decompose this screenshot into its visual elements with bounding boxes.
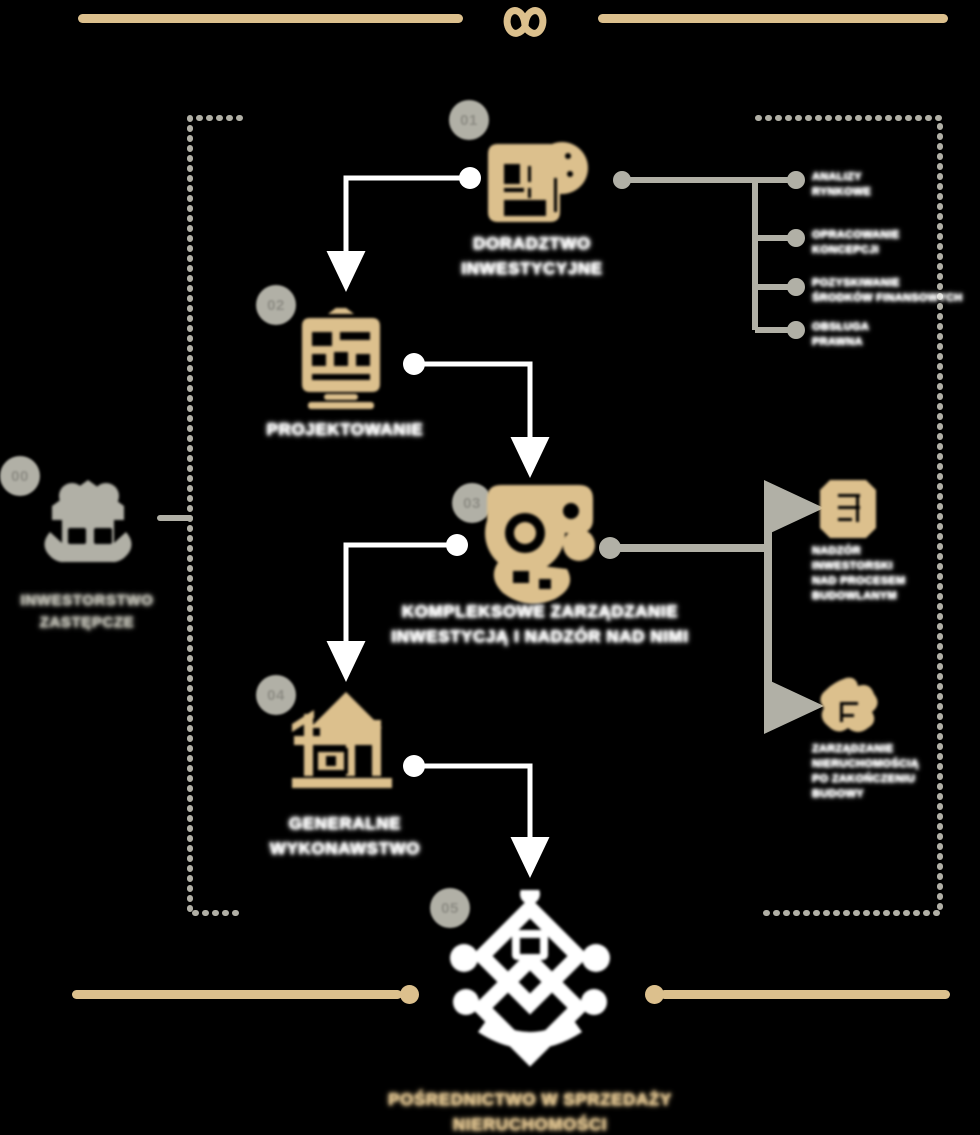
step-label-01: DORADZTWO INWESTYCYJNE	[461, 234, 603, 278]
bottom-rule-right	[660, 990, 950, 999]
bottom-dot-right	[645, 985, 664, 1004]
step-badge-02: 02	[256, 285, 296, 325]
advisory-branch-label-4: OBSŁUGA PRAWNA	[812, 321, 870, 348]
bottom-dot-left	[400, 985, 419, 1004]
gears-management-icon	[483, 475, 608, 610]
construction-crane-icon	[280, 686, 405, 806]
handshake-deal-icon	[440, 884, 620, 1075]
step-label-03: KOMPLEKSOWE ZARZĄDZANIE INWESTYCJĄ I NAD…	[391, 602, 689, 646]
clipboard-inspection-icon	[818, 478, 878, 545]
step-label-02: PROJEKTOWANIE	[266, 420, 424, 439]
management-branch-label-1: NADZÓR INWESTORSKI NAD PROCESEM BUDOWLAN…	[812, 545, 906, 602]
entry-badge: 00	[0, 456, 40, 496]
step-label-05: POŚREDNICTWO W SPRZEDAŻY NIERUCHOMOŚCI	[388, 1090, 672, 1134]
step-label-04: GENERALNE WYKONAWSTWO	[269, 814, 421, 858]
step-badge-01: 01	[449, 100, 489, 140]
advisory-branch-label-3: POZYSKIWANIE ŚRODKÓW FINANSOWYCH	[812, 277, 963, 304]
handshake-building-icon	[28, 466, 148, 591]
left-entry-label: INWESTORSTWO ZASTĘPCZE	[20, 592, 154, 631]
blueprint-screen-icon	[290, 304, 400, 418]
building-manage-icon	[816, 676, 882, 747]
advisory-branch-label-2: OPRACOWANIE KONCEPCJI	[812, 229, 900, 256]
top-rule-left	[78, 14, 463, 23]
step-badge-03: 03	[452, 483, 492, 523]
step-badge-05: 05	[430, 888, 470, 928]
bottom-rule-left	[72, 990, 402, 999]
document-checklist-icon	[480, 130, 590, 235]
step-badge-04: 04	[256, 675, 296, 715]
management-branch-label-2: ZARZĄDZANIE NIERUCHOMOŚCIĄ PO ZAKOŃCZENI…	[812, 743, 919, 800]
advisory-branch-label-1: ANALIZY RYNKOWE	[812, 171, 872, 198]
infinity-knot-icon	[494, 0, 556, 54]
top-rule-right	[598, 14, 948, 23]
